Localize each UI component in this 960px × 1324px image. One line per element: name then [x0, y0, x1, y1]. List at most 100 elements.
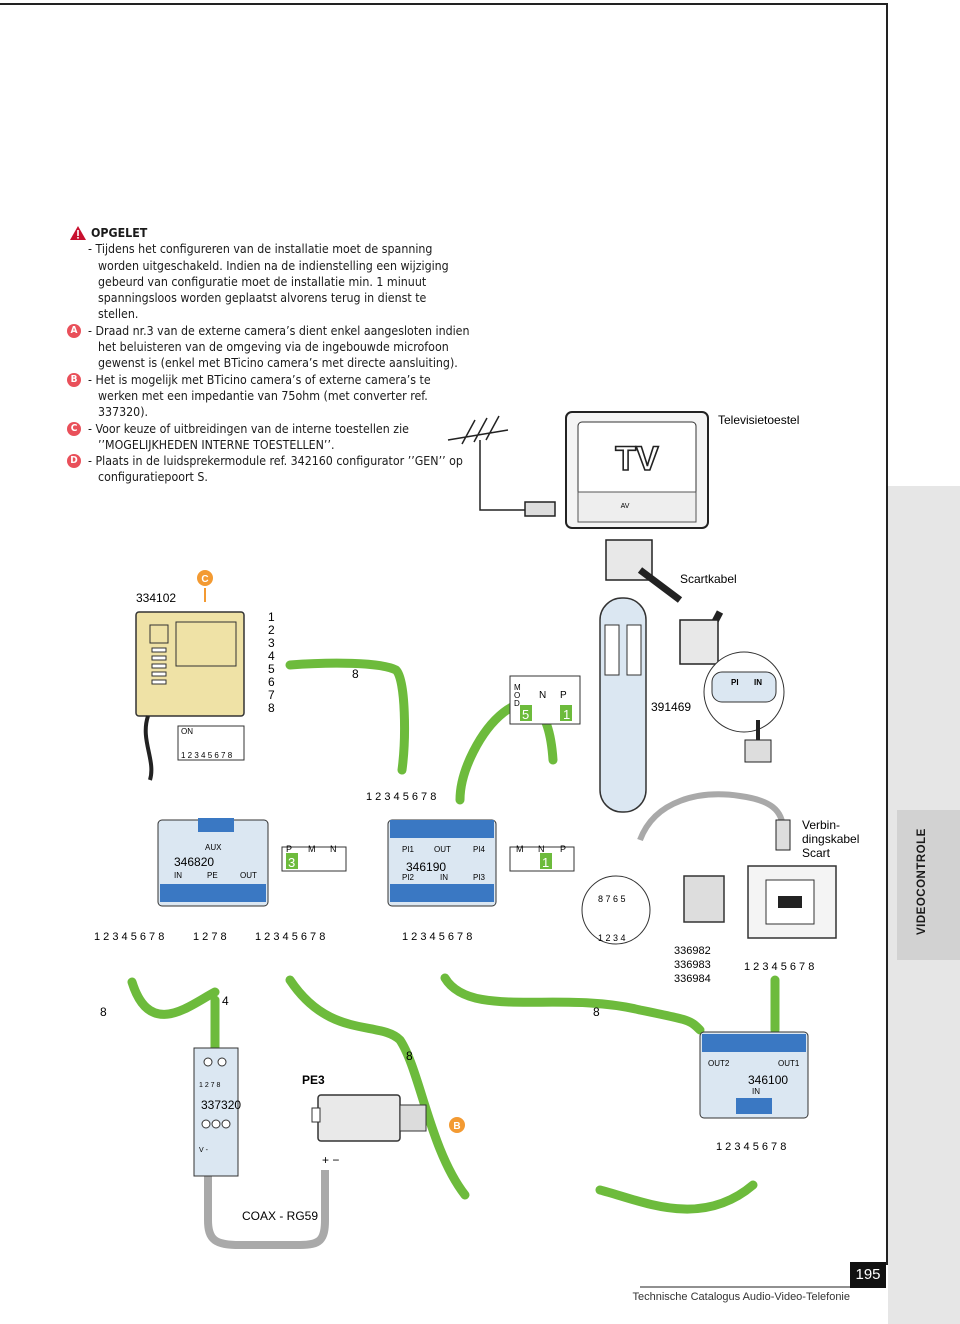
- svg-text:2: 2: [268, 623, 275, 637]
- config-switch-box: [509, 675, 581, 725]
- svg-text:OUT2: OUT2: [708, 1059, 730, 1068]
- wire-seq-top: 1 2 3 4 5 6 7 8: [366, 791, 436, 803]
- camera-pe3: [311, 1094, 427, 1142]
- ref-391469: 391469: [651, 700, 691, 714]
- device-346820: [157, 818, 269, 907]
- label-scartkabel: Scartkabel: [680, 572, 737, 586]
- socket-336982: [581, 875, 725, 945]
- callout-c: C: [197, 570, 213, 602]
- note-letter-b: B: [67, 372, 81, 387]
- coax-cable: [204, 1170, 329, 1249]
- label-verbinding-2: dingskabel: [802, 832, 859, 846]
- wire-346190-to-346100: [440, 973, 705, 1035]
- device-346190: [387, 819, 497, 907]
- svg-text:PI1: PI1: [402, 845, 415, 854]
- svg-text:IN: IN: [752, 1087, 760, 1096]
- wire-count-right: 8: [593, 1005, 600, 1019]
- device-346100: [699, 1031, 809, 1119]
- svg-text:OUT: OUT: [434, 845, 451, 854]
- intercom-391469: [599, 597, 647, 813]
- wire-count-4: 4: [222, 994, 229, 1008]
- wire-346100-out: [595, 1180, 758, 1214]
- ref-346190: 346190: [406, 860, 446, 874]
- ref-334102: 334102: [136, 591, 176, 605]
- svg-text:PI2: PI2: [402, 873, 415, 882]
- page-frame-top: [0, 3, 888, 5]
- wire-seq-left: 1 2 3 4 5 6 7 8: [94, 931, 164, 943]
- tv-av-label: AV: [621, 503, 630, 510]
- svg-text:1 2 3 4: 1 2 3 4: [598, 933, 626, 943]
- label-verbinding-3: Scart: [802, 846, 831, 860]
- svg-text:1: 1: [542, 855, 549, 870]
- label-coax: COAX - RG59: [242, 1209, 318, 1223]
- svg-text:M: M: [308, 844, 316, 854]
- svg-text:PE: PE: [207, 871, 218, 880]
- label-televisietoestel: Televisietoestel: [718, 413, 799, 427]
- label-verbinding-1: Verbin-: [802, 818, 840, 832]
- callout-b: B: [449, 1117, 465, 1133]
- svg-text:5: 5: [268, 662, 275, 676]
- side-tab-highlight: [897, 810, 960, 960]
- svg-text:P: P: [560, 690, 567, 701]
- ref-336982: 336982: [674, 945, 711, 957]
- warning-heading: OPGELET: [70, 225, 470, 241]
- svg-text:PI3: PI3: [473, 873, 486, 882]
- scart-plug: [605, 539, 724, 665]
- svg-text:P: P: [286, 844, 292, 854]
- note-item-a: A- Draad nr.3 van de externe camera’s di…: [67, 323, 470, 372]
- p-value: 1: [563, 707, 570, 722]
- svg-text:O: O: [514, 691, 520, 700]
- tv-set: TV AV: [565, 411, 709, 529]
- footer-text: Technische Catalogus Audio-Video-Telefon…: [632, 1291, 851, 1303]
- svg-text:C: C: [201, 574, 208, 585]
- svg-text:D: D: [514, 699, 520, 708]
- svg-text:V -: V -: [199, 1147, 209, 1154]
- wire-seq-camera: 1 2 3 4 5 6 7 8: [255, 931, 325, 943]
- wire-seq-346190: 1 2 3 4 5 6 7 8: [402, 931, 472, 943]
- scart-adapter: [703, 651, 785, 763]
- ref-346820: 346820: [174, 855, 214, 869]
- ref-337320: 337320: [201, 1098, 241, 1112]
- svg-text:OUT1: OUT1: [778, 1059, 800, 1068]
- wire-count-mid: 8: [406, 1049, 413, 1063]
- svg-text:M: M: [514, 683, 521, 692]
- note-letter-c: C: [67, 421, 81, 436]
- wire-number-column: 1 2 3 4 5 6 7 8: [268, 610, 275, 715]
- scart-wall-socket: [747, 819, 837, 939]
- svg-text:N: N: [538, 844, 545, 854]
- svg-text:M: M: [516, 844, 524, 854]
- svg-text:PI4: PI4: [473, 845, 486, 854]
- svg-text:3: 3: [268, 636, 275, 650]
- page-frame-right: [886, 3, 888, 1265]
- svg-text:7: 7: [268, 688, 275, 702]
- svg-text:IN: IN: [754, 678, 762, 687]
- wire-to-camera: [285, 975, 470, 1200]
- svg-text:8 7 6 5: 8 7 6 5: [598, 894, 626, 904]
- wire-334102-to-346190: [285, 658, 409, 775]
- power-terminals: + −: [322, 1153, 339, 1167]
- warning-heading-text: OPGELET: [91, 226, 148, 240]
- wire-left-bus-1: [127, 977, 220, 1019]
- svg-text:1: 1: [268, 610, 275, 624]
- wire-seq-scart: 1 2 3 4 5 6 7 8: [744, 961, 814, 973]
- svg-text:3: 3: [288, 855, 295, 870]
- mod-value: 5: [522, 707, 529, 722]
- ref-346100: 346100: [748, 1073, 788, 1087]
- pmn-terminals: [281, 846, 575, 872]
- wire-seq-127: 1 2 7 8: [193, 931, 227, 943]
- note-item-general: - Tijdens het configureren van de instal…: [88, 242, 449, 322]
- svg-text:PI: PI: [731, 678, 739, 687]
- svg-text:IN: IN: [174, 871, 182, 880]
- monitor-334102: [135, 611, 245, 781]
- svg-text:8: 8: [268, 701, 275, 715]
- svg-text:P: P: [560, 844, 566, 854]
- svg-text:IN: IN: [440, 873, 448, 882]
- svg-text:N: N: [330, 844, 337, 854]
- svg-text:1 2 7 8: 1 2 7 8: [199, 1082, 221, 1089]
- wire-count-top: 8: [352, 667, 359, 681]
- note-letter-a: A: [67, 323, 81, 338]
- dip-on-label: ON: [181, 727, 193, 736]
- svg-text:6: 6: [268, 675, 275, 689]
- green-wires: [127, 658, 780, 1214]
